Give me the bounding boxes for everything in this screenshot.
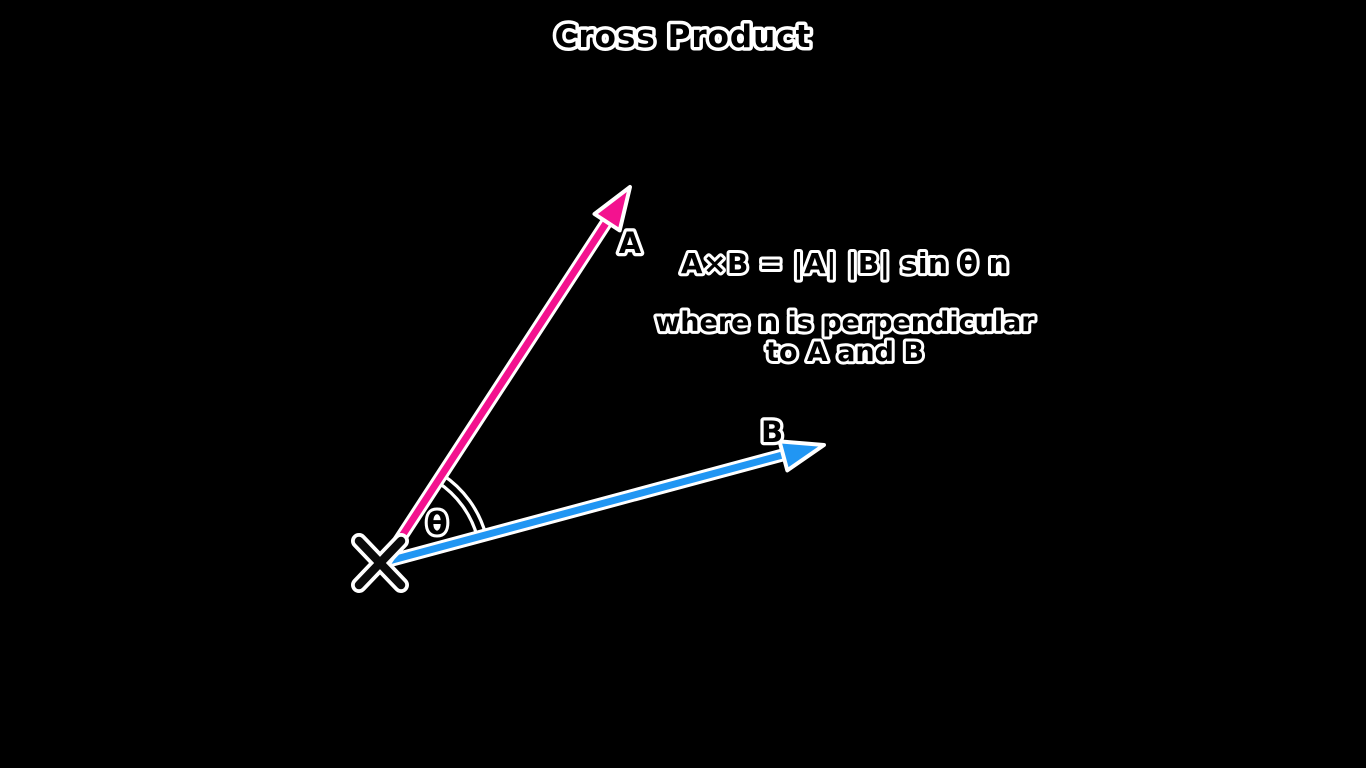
formula-note-line1: where n is perpendicular: [655, 307, 1035, 338]
vector-b-arrowhead-icon: [777, 439, 826, 473]
origin-x-icon-2: [354, 536, 406, 590]
formula-equation: A×B = |A| |B| sin θ n: [681, 247, 1009, 280]
origin-marker: [351, 533, 409, 593]
vector-b: [378, 439, 826, 569]
angle-theta-label: θ: [426, 506, 447, 542]
vector-a-line: [381, 210, 616, 566]
vector-a-label: A: [619, 226, 642, 260]
angle-arc: [433, 472, 488, 542]
page-title: Cross Product: [555, 19, 812, 55]
vector-b-line: [381, 449, 794, 566]
angle-arc-line: [436, 475, 485, 539]
formula-block: A×B = |A| |B| sin θ n where n is perpend…: [652, 244, 1038, 371]
formula-note-line2: to A and B: [766, 337, 924, 368]
vector-b-label: B: [761, 415, 783, 449]
vector-a-arrowhead-icon: [592, 185, 632, 233]
vector-a: [378, 185, 632, 569]
